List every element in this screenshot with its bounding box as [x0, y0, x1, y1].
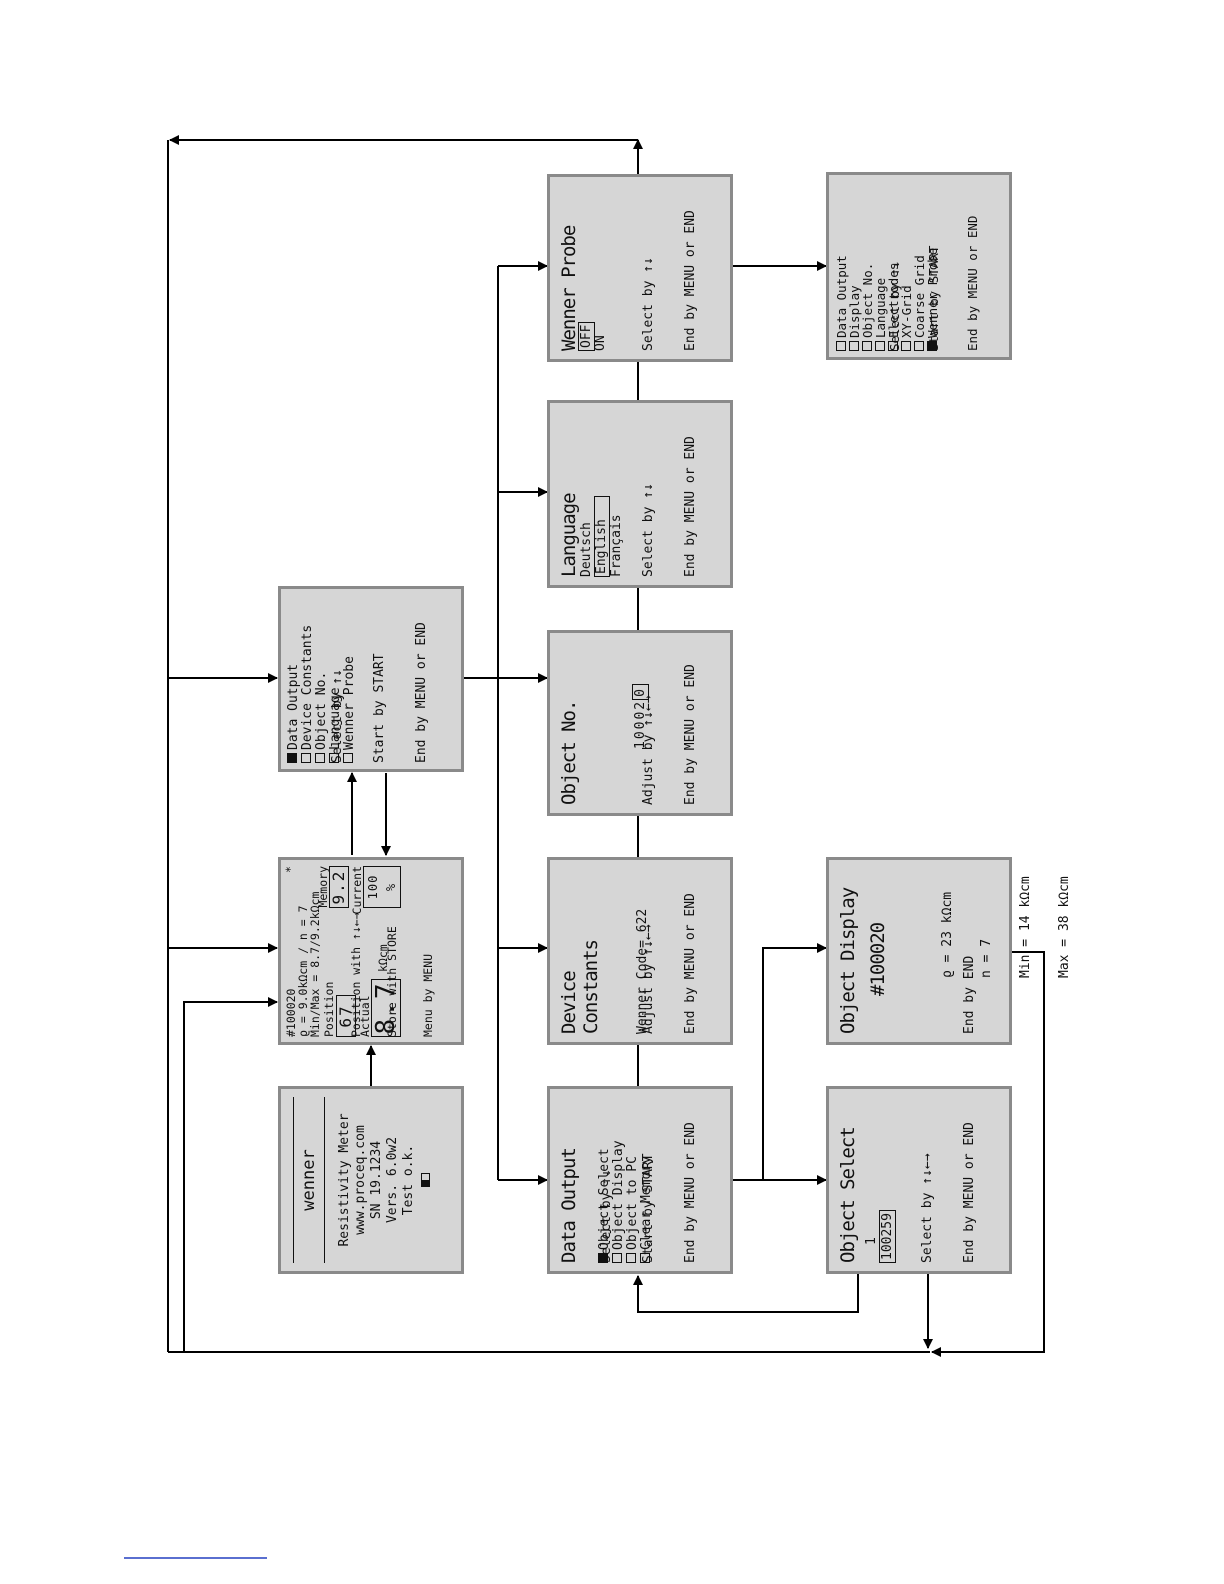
language-footer-1: Select by ↑↓: [641, 483, 656, 577]
arrow-return-to-measure: [183, 997, 278, 1352]
wenner-footer-1: Select by ↑↓: [641, 257, 656, 351]
startup-line-3: SN 19.1234: [369, 1140, 384, 1220]
checkbox-empty-icon: [836, 341, 846, 351]
device-constants-footer-2: End by MENU or END: [683, 893, 698, 1034]
checkbox-filled-icon: [287, 753, 297, 763]
menu-footer-2: Start by START: [372, 653, 387, 763]
footnote-rule: [124, 1557, 267, 1559]
object-display-footer: End by END: [962, 955, 977, 1034]
object-no-footer-2: End by MENU or END: [683, 664, 698, 805]
memory-label: Memory: [316, 866, 330, 908]
object-display-number: #100020: [867, 922, 889, 996]
data-output-footer-3: End by MENU or END: [683, 1122, 698, 1263]
wenner-probe-screen: Wenner Probe OFF ON Select by ↑↓ End by …: [547, 174, 733, 362]
wenner-footer-2: End by MENU or END: [683, 210, 698, 351]
language-option-english[interactable]: English: [594, 496, 610, 577]
object-select-count: 1: [864, 1237, 879, 1245]
language-footer-2: End by MENU or END: [683, 436, 698, 577]
loop-back-to-data-output: [633, 1272, 859, 1313]
main-menu-screen: Data Output Device Constants Object No. …: [278, 586, 464, 772]
current-value: 100 %: [363, 866, 401, 908]
language-title: Language: [558, 493, 580, 577]
object-select-title: Object Select: [837, 1127, 859, 1263]
object-no-footer-1: Adjust by ↑↓←→: [641, 695, 656, 805]
wenner-option-off[interactable]: OFF: [578, 185, 595, 351]
brand-logo: wenner: [293, 1097, 325, 1263]
data-output-footer-2: Start by START: [641, 1153, 656, 1263]
checkbox-empty-icon: [849, 341, 859, 351]
wenner-probe-title: Wenner Probe: [558, 225, 580, 351]
object-display-screen: Object Display #100020 ϱ = 23 kΩcm n = 7…: [826, 857, 1072, 1045]
language-screen: Language Deutsch English Français Select…: [547, 400, 733, 588]
device-constants-screen: Device Constants Wenner Code= 622 Adjust…: [547, 857, 733, 1045]
arrow-to-object-display: [762, 943, 827, 1180]
object-display-title: Object Display: [837, 887, 859, 1034]
object-select-footer-2: End by MENU or END: [962, 1122, 977, 1263]
extended-menu-screen: Data Output Display Object No. Language …: [826, 172, 1012, 360]
star-indicator: *: [283, 866, 297, 873]
startup-screen: wenner Resistivity Meter www.proceq.com …: [278, 1086, 464, 1274]
startup-line-1: Resistivity Meter: [337, 1113, 352, 1247]
object-no-title: Object No.: [558, 700, 580, 805]
ext-footer-2: Start by START: [926, 245, 941, 351]
language-option-deutsch[interactable]: Deutsch: [579, 522, 594, 577]
startup-line-2: www.proceq.com: [353, 1125, 368, 1235]
device-constants-footer-1: Adjust by ↑↓←→: [641, 924, 656, 1034]
startup-line-4: Vers. 6.0w2: [385, 1136, 400, 1224]
memory-value: 9.2: [329, 866, 349, 908]
measurement-screen: #100020 * ϱ = 9.0kΩcm / n = 7 Min/Max = …: [278, 857, 464, 1045]
data-output-screen: Data Output Object Select Object Display…: [547, 1086, 733, 1274]
measure-footer-1: Position with ↑↓←→: [349, 912, 363, 1037]
current-label: Current: [350, 866, 364, 915]
object-no-screen: Object No. 100020 Adjust by ↑↓←→ End by …: [547, 630, 733, 816]
measure-footer-3: Menu by MENU: [421, 953, 435, 1037]
menu-footer-3: End by MENU or END: [414, 622, 429, 763]
data-output-footer-1: Select by ↑↓: [599, 1169, 614, 1263]
ext-footer-1: Select by ↑↓: [887, 260, 902, 351]
object-display-min: Min = 14 kΩcm: [1018, 876, 1033, 978]
object-select-footer-1: Select by ↑↓←→: [920, 1153, 935, 1263]
startup-line-5: Test o.k.: [401, 1144, 416, 1216]
menu-footer-1: Select by ↑↓: [330, 669, 345, 763]
object-display-max: Max = 38 kΩcm: [1057, 876, 1072, 978]
measure-footer-2: Store with STORE: [385, 926, 399, 1037]
object-select-screen: Object Select 1 100259 Select by ↑↓←→ En…: [826, 1086, 1012, 1274]
wenner-option-on[interactable]: ON: [593, 335, 608, 351]
battery-icon: [421, 1173, 430, 1187]
ext-footer-3: End by MENU or END: [965, 215, 980, 351]
menu-item-data-output[interactable]: Data Output: [286, 595, 301, 763]
device-constants-title: Device Constants: [558, 940, 602, 1034]
arrow-object-display-return: [931, 951, 1045, 1357]
